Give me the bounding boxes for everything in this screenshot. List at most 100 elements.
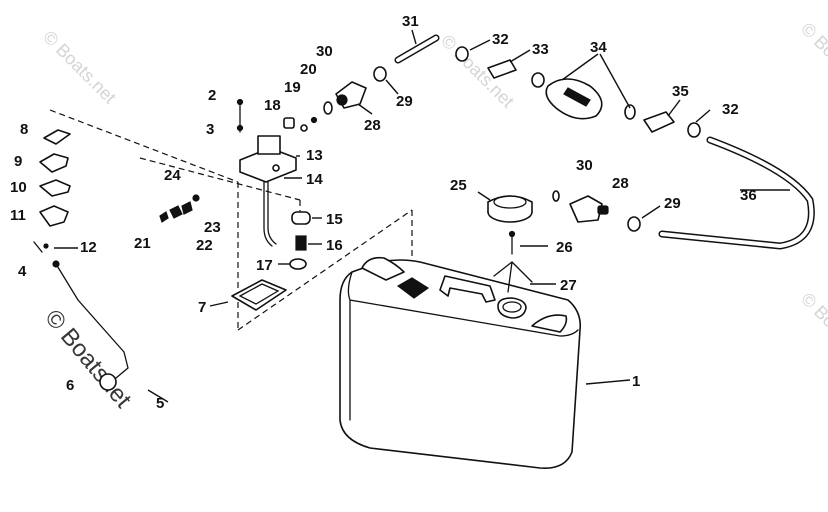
grommet-part	[283, 117, 295, 129]
part-pin-21	[159, 211, 169, 223]
o-ring	[323, 101, 333, 115]
clamp-32	[687, 122, 701, 138]
callout-label: 28	[612, 175, 629, 192]
callout-label: 12	[80, 239, 97, 256]
float-part	[291, 211, 311, 225]
leader	[561, 53, 599, 81]
dashed-guide	[237, 209, 413, 331]
callout-label: 20	[300, 61, 317, 78]
callout-label: 27	[560, 277, 577, 294]
dashed-guide	[49, 109, 239, 183]
leader	[469, 39, 491, 51]
callout-label: 36	[740, 187, 757, 204]
leader	[667, 99, 681, 117]
callout-label: 32	[722, 101, 739, 118]
callout-label: 34	[590, 39, 607, 56]
callout-label: 21	[134, 235, 151, 252]
leader	[695, 109, 711, 123]
watermark: © Boats.net	[797, 289, 828, 370]
callout-label: 17	[256, 257, 273, 274]
lock-washer	[236, 124, 244, 132]
primer-bulb	[531, 72, 636, 120]
leader	[599, 53, 631, 109]
gauge-assembly	[239, 135, 297, 247]
part-gasket-top	[39, 153, 69, 173]
callout-label: 11	[10, 207, 26, 224]
fitting-33	[487, 59, 517, 79]
clamp-29	[627, 216, 641, 232]
callout-label: 30	[316, 43, 333, 60]
callout-label: 9	[14, 153, 22, 170]
leader	[357, 103, 373, 115]
callout-label: 7	[198, 299, 206, 316]
clamp-32	[455, 46, 469, 62]
screw-head	[236, 98, 244, 106]
o-ring-small	[300, 124, 308, 132]
connector-28	[569, 195, 603, 223]
tank-corner-left	[361, 256, 405, 281]
leader	[477, 191, 491, 201]
leader	[411, 29, 417, 45]
fuel-tank	[339, 256, 582, 469]
connector-28-tip	[597, 205, 609, 215]
leader	[147, 389, 169, 403]
callout-label: 26	[556, 239, 573, 256]
callout-label: 1	[632, 373, 640, 390]
callout-label: 24	[164, 167, 181, 184]
leader	[641, 205, 661, 219]
float-ball	[99, 373, 117, 391]
callout-label: 15	[326, 211, 343, 228]
part-spring-22	[169, 205, 183, 219]
spring-part	[295, 235, 307, 251]
callout-label: 10	[10, 179, 27, 196]
tank-vent-cap	[497, 297, 527, 319]
part-clip-23	[181, 201, 193, 215]
callout-label: 30	[576, 157, 593, 174]
callout-label: 3	[206, 121, 214, 138]
callout-label: 18	[264, 97, 281, 114]
leader	[585, 379, 631, 385]
callout-label: 22	[196, 237, 213, 254]
callout-label: 8	[20, 121, 28, 138]
float-arm	[55, 263, 129, 379]
callout-label: 29	[396, 93, 413, 110]
screw-26-head	[508, 230, 516, 238]
bracket-27	[493, 261, 533, 293]
callout-label: 16	[326, 237, 343, 254]
gasket	[231, 279, 287, 311]
part-cap	[43, 129, 71, 145]
leader	[385, 79, 399, 95]
part-ball	[43, 243, 49, 249]
connector-28-upper-tip	[336, 94, 348, 106]
clamp-29-upper	[373, 66, 387, 82]
callout-label: 5	[156, 395, 164, 412]
watermark: © Boats.net	[39, 27, 120, 108]
watermark-main: © Boatsnet	[39, 305, 136, 414]
callout-label: 6	[66, 377, 74, 394]
hose-36	[658, 136, 815, 250]
tank-corner-right	[531, 314, 568, 333]
callout-label: 29	[664, 195, 681, 212]
part-screw	[33, 241, 43, 253]
callout-label: 28	[364, 117, 381, 134]
ball-part	[310, 116, 318, 124]
callout-label: 4	[18, 263, 27, 280]
callout-label: 32	[492, 31, 509, 48]
part-housing	[39, 205, 69, 227]
leader	[209, 301, 229, 307]
o-ring-30	[552, 190, 560, 202]
callout-label: 2	[208, 87, 216, 104]
callout-label: 19	[284, 79, 301, 96]
callout-label: 23	[204, 219, 221, 236]
part-pin-24	[192, 194, 200, 202]
float-tip	[52, 260, 60, 268]
callout-label: 31	[402, 13, 419, 30]
washer-part	[289, 258, 307, 270]
leader	[509, 49, 531, 63]
watermark: © Boats.net	[797, 19, 828, 100]
callout-label: 35	[672, 83, 689, 100]
callout-label: 14	[306, 171, 323, 188]
dashed-guide	[139, 157, 301, 201]
